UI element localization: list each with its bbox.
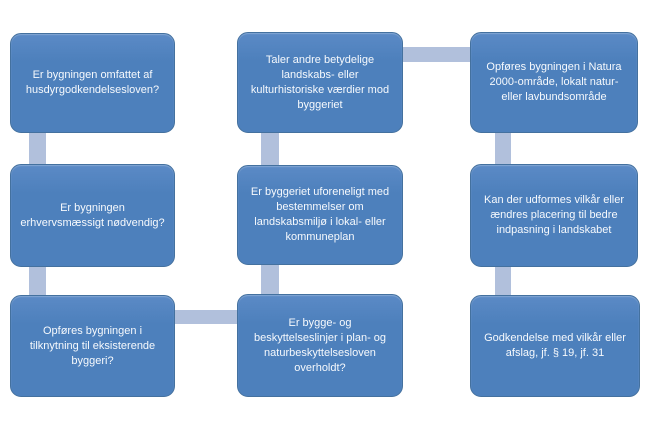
flow-node-lokalplan-question: Er byggeriet uforeneligt med bestemmelse… <box>237 165 403 265</box>
flow-node-erhvervsmaessig-question: Er bygningen erhvervsmæssigt nødvendig? <box>10 164 175 267</box>
flow-node-label: Opføres bygningen i Natura 2000-område, … <box>486 61 622 103</box>
flow-node-label: Kan der udformes vilkår eller ændres pla… <box>483 194 624 236</box>
flow-node-godkendelse-afslag-result: Godkendelse med vilkår eller afslag, jf.… <box>470 295 640 397</box>
connector-erhverv-to-tilknytning <box>29 266 46 296</box>
flow-node-vilkaar-placering-question: Kan der udformes vilkår eller ændres pla… <box>470 164 638 267</box>
flow-node-beskyttelseslinjer-question: Er bygge- og beskyttelseslinjer i plan- … <box>237 294 403 397</box>
connector-lokalplan-to-landskabsvaerdier <box>261 133 279 165</box>
flow-node-label: Er bygningen omfattet af husdyrgodkendel… <box>25 69 160 96</box>
flow-node-label: Er byggeriet uforeneligt med bestemmelse… <box>250 186 390 243</box>
connector-landskabsvaerdier-to-natura2000 <box>403 47 470 62</box>
flow-node-label: Godkendelse med vilkår eller afslag, jf.… <box>484 332 626 359</box>
flow-node-label: Er bygningen erhvervsmæssigt nødvendig? <box>20 201 165 229</box>
flow-node-label: Er bygge- og beskyttelseslinjer i plan- … <box>253 316 387 374</box>
flow-node-label: Opføres bygningen i tilknytning til eksi… <box>29 324 156 367</box>
connector-beskyttelseslinjer-to-lokalplan <box>261 265 279 295</box>
connector-vilkaar-to-godkendelse <box>495 267 511 295</box>
connector-natura2000-to-vilkaar <box>495 133 511 164</box>
flow-node-landskabsvaerdier-question: Taler andre betydelige landskabs- eller … <box>237 32 403 133</box>
flow-node-label: Taler andre betydelige landskabs- eller … <box>250 53 390 111</box>
connector-husdyr-to-erhverv <box>29 133 46 164</box>
flow-node-tilknytning-question: Opføres bygningen i tilknytning til eksi… <box>10 295 175 397</box>
flow-node-husdyrgodkendelsesloven-question: Er bygningen omfattet af husdyrgodkendel… <box>10 33 175 133</box>
connector-tilknytning-to-beskyttelseslinjer <box>175 310 237 324</box>
flow-node-natura2000-question: Opføres bygningen i Natura 2000-område, … <box>470 32 638 133</box>
